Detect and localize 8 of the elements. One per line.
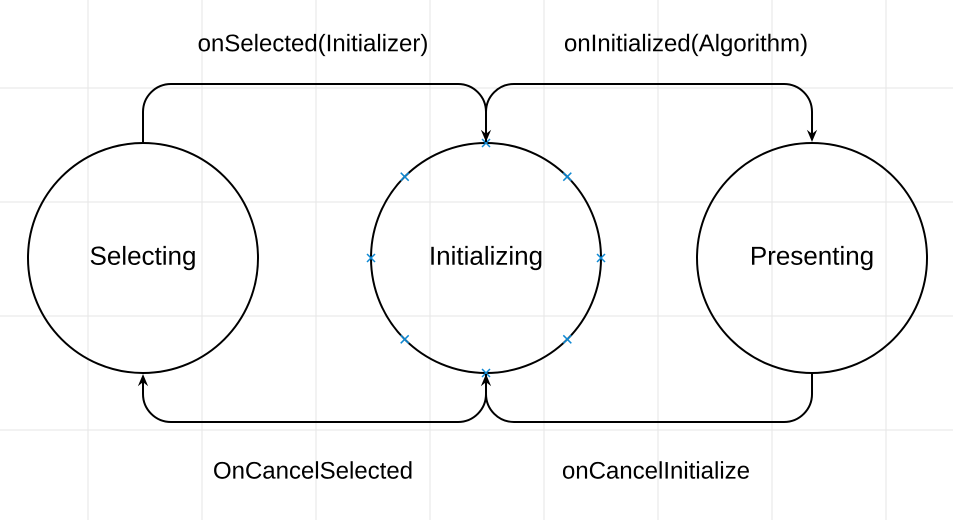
edge-label: onCancelInitialize [562, 461, 749, 479]
edge-label: onSelected(Initializer) [198, 34, 427, 56]
arrow [138, 374, 487, 423]
edge-label: OnCancelSelected [214, 461, 412, 479]
arrow [142, 83, 492, 142]
arrow [485, 83, 818, 142]
edge-label: onInitialized(Algorithm) [564, 34, 807, 56]
arrow [480, 374, 813, 423]
